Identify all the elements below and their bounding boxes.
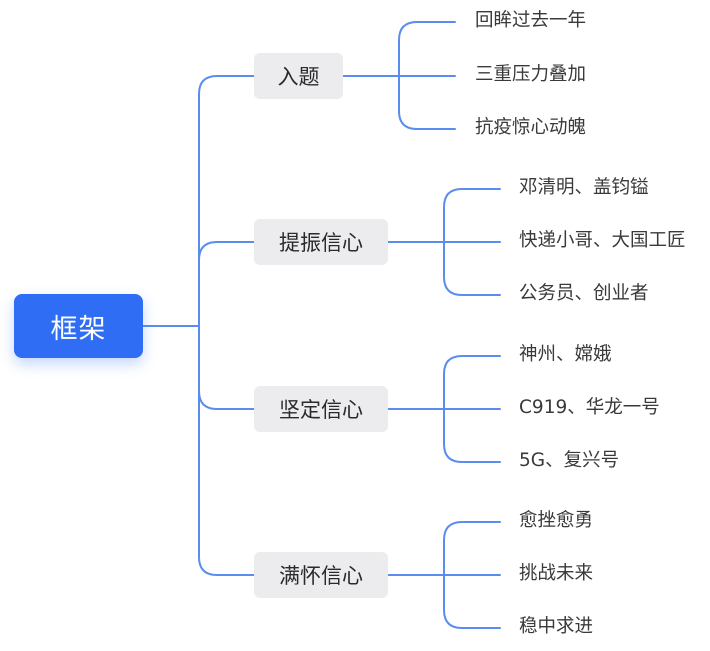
branch-2-leaf-1-line (443, 188, 501, 243)
trunk-connector-3 (198, 325, 255, 410)
leaf-node[interactable]: 挑战未来 (519, 563, 594, 584)
branch-label: 坚定信心 (279, 398, 363, 422)
leaf-node[interactable]: 5G、复兴号 (519, 450, 620, 471)
branch-4-leaf-3-line (443, 574, 501, 629)
leaf-node[interactable]: 抗疫惊心动魄 (475, 117, 587, 138)
leaf-node[interactable]: 神州、嫦娥 (519, 344, 612, 365)
branch-4-leaf-1-line (443, 521, 501, 576)
leaf-node[interactable]: 三重压力叠加 (475, 64, 587, 85)
branch-node-intro[interactable]: 入题 (254, 53, 343, 99)
branch-3-leaf-3-line (443, 408, 501, 463)
root-node[interactable]: 框架 (14, 294, 143, 358)
leaf-node[interactable]: 邓清明、盖钧镒 (519, 177, 649, 198)
root-label: 框架 (50, 313, 107, 345)
trunk-connector-4 (198, 325, 255, 576)
branch-2-leaf-3-line (443, 241, 501, 296)
branch-label: 入题 (277, 65, 320, 89)
leaf-node[interactable]: 愈挫愈勇 (519, 510, 594, 531)
branch-label: 满怀信心 (279, 564, 363, 588)
branch-node-boost-confidence[interactable]: 提振信心 (254, 219, 388, 265)
leaf-node[interactable]: C919、华龙一号 (519, 397, 660, 418)
branch-node-firm-confidence[interactable]: 坚定信心 (254, 386, 388, 432)
trunk-connector-1 (198, 75, 255, 327)
leaf-node[interactable]: 稳中求进 (519, 616, 594, 637)
branch-1-leaf-1-line (398, 21, 456, 77)
branch-3-leaf-1-line (443, 355, 501, 410)
leaf-node[interactable]: 公务员、创业者 (519, 283, 649, 304)
leaf-node[interactable]: 快递小哥、大国工匠 (519, 230, 686, 251)
leaf-node[interactable]: 回眸过去一年 (475, 10, 587, 31)
branch-label: 提振信心 (279, 231, 363, 255)
branch-1-leaf-3-line (398, 75, 456, 130)
trunk-connector-2 (198, 241, 255, 327)
branch-node-full-confidence[interactable]: 满怀信心 (254, 552, 388, 598)
